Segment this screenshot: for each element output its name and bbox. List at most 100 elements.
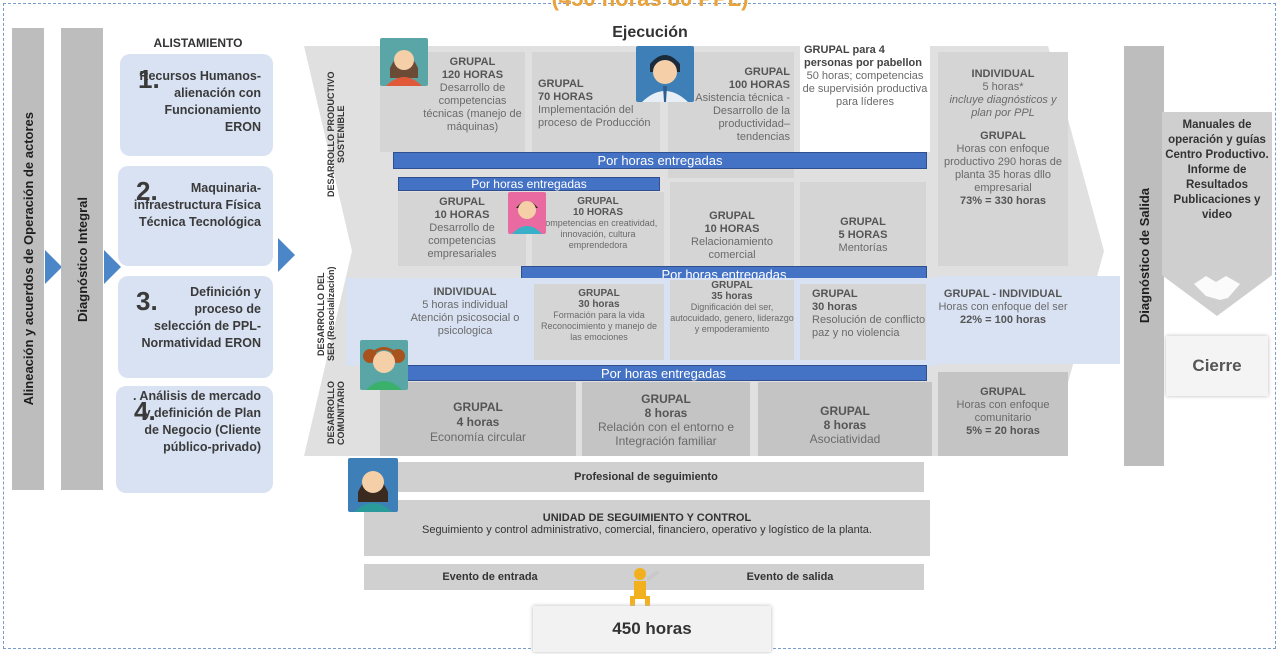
summary-title: INDIVIDUAL bbox=[971, 68, 1035, 80]
arrow-icon bbox=[104, 250, 121, 284]
cell-desc: Desarrollo de competencias técnicas (man… bbox=[423, 82, 522, 133]
por-horas-bar-2: Por horas entregadas bbox=[398, 177, 660, 191]
card-text: . Análisis de mercado y definición de Pl… bbox=[132, 389, 261, 454]
cell-creatividad: GRUPAL 10 HORAS Competencias en creativi… bbox=[532, 192, 664, 266]
cell-desc: Economía circular bbox=[429, 430, 527, 444]
cell-hours: 5 HORAS bbox=[838, 229, 888, 241]
cell-dignificacion: GRUPAL 35 horas Dignificación del ser, a… bbox=[670, 280, 794, 360]
cell-desc: Dignificación del ser, autocuidado, gene… bbox=[670, 302, 794, 334]
card-number: 3. bbox=[136, 286, 158, 316]
cell-desc: Asistencia técnica - Desarrollo de la pr… bbox=[695, 92, 790, 143]
cell-desc: Atención psicosocial o psicologica bbox=[410, 312, 520, 337]
summary-percent: 22% = 100 horas bbox=[960, 314, 1046, 326]
cell-hours: 4 horas bbox=[456, 415, 500, 429]
card-number: 2. bbox=[136, 176, 158, 206]
cell-title: GRUPAL bbox=[820, 404, 870, 418]
man-avatar-icon bbox=[508, 192, 546, 234]
cell-implementacion: GRUPAL 70 HORAS Implementación del proce… bbox=[532, 52, 660, 152]
evento-entrada: Evento de entrada bbox=[442, 571, 538, 583]
summary-percent: 73% = 330 horas bbox=[960, 195, 1046, 207]
cell-title: GRUPAL bbox=[744, 66, 790, 78]
woman-avatar-icon bbox=[348, 458, 398, 512]
total-hours-box: 450 horas bbox=[533, 606, 771, 652]
summary-desc: Horas con enfoque del ser bbox=[938, 301, 1068, 313]
summary-title: GRUPAL bbox=[980, 130, 1026, 142]
cell-relacion-entorno: GRUPAL 8 horas Relación con el entorno e… bbox=[582, 382, 750, 456]
summary-title: GRUPAL - INDIVIDUAL bbox=[943, 288, 1063, 300]
cell-title: GRUPAL bbox=[812, 288, 858, 300]
cell-title: GRUPAL bbox=[840, 216, 886, 228]
cell-hours: 30 horas bbox=[812, 301, 858, 313]
cell-supervision: GRUPAL para 4 personas por pabellon 50 h… bbox=[800, 44, 930, 152]
man-avatar-icon bbox=[636, 46, 694, 102]
cell-atencion-psicosocial: INDIVIDUAL 5 horas individual Atención p… bbox=[402, 282, 528, 366]
summary-desc: Horas con enfoque productivo 290 horas d… bbox=[943, 143, 1063, 194]
row-label-comunitario: DESARROLLO COMUNITARIO bbox=[326, 381, 346, 445]
cell-desc: Mentorías bbox=[838, 242, 888, 254]
row-label-productivo: DESARROLLO PRODUCTIVO SOSTENIBLE bbox=[326, 71, 346, 197]
unidad-title: UNIDAD DE SEGUIMIENTO Y CONTROL bbox=[542, 512, 752, 524]
cell-title: GRUPAL bbox=[578, 288, 620, 299]
card-number: 4. bbox=[134, 396, 156, 426]
cell-hours: 10 HORAS bbox=[704, 223, 760, 235]
row-label-ser: DESARROLLO DEL SER (Resocialización) bbox=[316, 266, 336, 362]
summary-desc: Horas con enfoque comunitario bbox=[956, 399, 1050, 424]
card-text: Maquinaria-infraestructura Física Técnic… bbox=[133, 181, 261, 229]
cell-hours: 30 horas bbox=[578, 299, 620, 310]
cell-relacionamiento: GRUPAL 10 HORAS Relacionamiento comercia… bbox=[670, 182, 794, 266]
cell-desc: Competencias en creatividad, innovación,… bbox=[538, 218, 658, 250]
cell-competencias-empresariales: GRUPAL 10 HORAS Desarrollo de competenci… bbox=[398, 192, 526, 266]
alistamiento-card-2: 2. Maquinaria-infraestructura Física Téc… bbox=[118, 166, 273, 266]
arrow-icon bbox=[278, 238, 295, 272]
cell-title: GRUPAL bbox=[453, 400, 503, 414]
cell-title: GRUPAL bbox=[577, 196, 619, 207]
cell-hours: 70 HORAS bbox=[538, 91, 594, 103]
cell-title: GRUPAL bbox=[449, 56, 496, 68]
girl-avatar-icon bbox=[360, 340, 408, 390]
ejecucion-title: Ejecución bbox=[612, 24, 688, 41]
cell-title: GRUPAL bbox=[641, 392, 691, 406]
card-text: Recursos Humanos-alienación con Funciona… bbox=[139, 69, 261, 134]
cell-formacion-vida: GRUPAL 30 horas Formación para la vida R… bbox=[534, 284, 664, 360]
cell-title: GRUPAL bbox=[439, 196, 485, 208]
cell-resolucion-conflicto: GRUPAL 30 horas Resolución de conflicto … bbox=[800, 284, 926, 360]
cell-title: GRUPAL bbox=[709, 210, 755, 222]
unidad-desc: Seguimiento y control administrativo, co… bbox=[421, 524, 872, 536]
cell-title: GRUPAL bbox=[538, 78, 584, 90]
summary-ser: GRUPAL - INDIVIDUAL Horas con enfoque de… bbox=[938, 276, 1120, 364]
cell-hours: 5 horas individual bbox=[422, 299, 508, 311]
summary-hours: 5 horas* bbox=[982, 81, 1024, 93]
cell-hours: 120 HORAS bbox=[441, 69, 504, 81]
cierre-box: Cierre bbox=[1166, 336, 1268, 396]
handshake-icon bbox=[1194, 276, 1240, 300]
cell-title: GRUPAL para 4 personas por pabellon bbox=[804, 44, 922, 69]
cell-hours: 35 horas bbox=[711, 291, 753, 302]
summary-comunitario: GRUPAL Horas con enfoque comunitario 5% … bbox=[938, 372, 1068, 456]
summary-percent: 5% = 20 horas bbox=[966, 425, 1040, 437]
cell-hours: 8 horas bbox=[823, 418, 867, 432]
presenter-icon bbox=[630, 568, 660, 606]
alistamiento-card-1: 1. Recursos Humanos-alienación con Funci… bbox=[120, 54, 273, 156]
cell-title: INDIVIDUAL bbox=[433, 286, 497, 298]
cell-desc: 50 horas; competencias de supervisión pr… bbox=[802, 70, 928, 108]
cell-hours: 10 HORAS bbox=[572, 207, 623, 218]
cell-desc: Asociatividad bbox=[809, 432, 881, 446]
cell-title: GRUPAL bbox=[711, 280, 753, 291]
cell-desc: Formación para la vida Reconocimiento y … bbox=[540, 310, 658, 342]
alignment-bar: Alineación y acuerdos de Operación de ac… bbox=[12, 28, 44, 490]
unidad-seguimiento: UNIDAD DE SEGUIMIENTO Y CONTROL Seguimie… bbox=[364, 500, 930, 556]
diagnostico-salida-bar: Diagnóstico de Salida bbox=[1124, 46, 1164, 466]
alistamiento-card-3: 3. Definición y proceso de selección de … bbox=[118, 276, 273, 378]
diagnostico-salida-label: Diagnóstico de Salida bbox=[1136, 188, 1152, 324]
cell-desc: Resolución de conflicto paz y no violenc… bbox=[812, 314, 926, 339]
cell-economia-circular: GRUPAL 4 horas Economía circular bbox=[380, 382, 576, 456]
cell-desc: Relación con el entorno e Integración fa… bbox=[597, 420, 735, 448]
por-horas-bar-4: Por horas entregadas bbox=[400, 365, 927, 381]
cell-desc: Relacionamiento comercial bbox=[691, 236, 773, 261]
alignment-bar-label: Alineación y acuerdos de Operación de ac… bbox=[20, 112, 36, 406]
summary-title: GRUPAL bbox=[980, 386, 1026, 398]
cell-hours: 100 HORAS bbox=[728, 79, 790, 91]
por-horas-bar-1: Por horas entregadas bbox=[393, 152, 927, 169]
cell-desc: Implementación del proceso de Producción bbox=[538, 104, 651, 129]
summary-desc: incluye diagnósticos y plan por PPL bbox=[949, 94, 1057, 119]
